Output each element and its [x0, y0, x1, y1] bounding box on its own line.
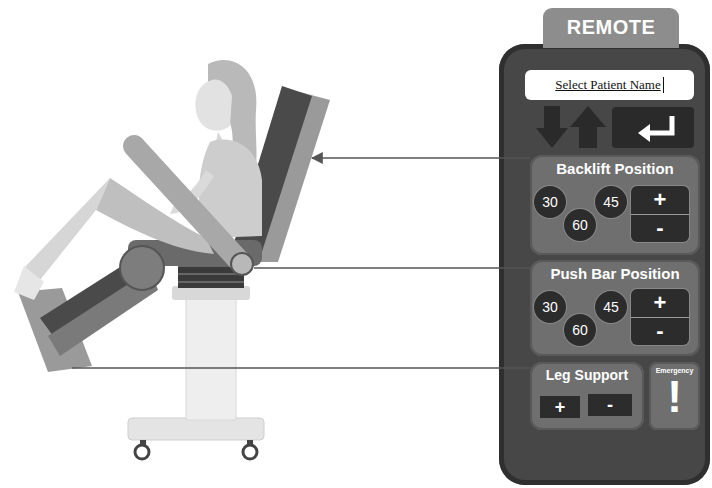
control-panel: Leg Support + - — [530, 362, 644, 430]
wheel-stem — [140, 440, 146, 446]
label-text: 60 — [572, 217, 588, 233]
label-text: Leg Support — [546, 362, 628, 383]
label-text: 45 — [603, 194, 619, 210]
emergency-button: Emergency! — [649, 362, 700, 430]
preset-button: 30 — [534, 291, 566, 323]
control-panel: Backlift Position 30 60 45 +- — [530, 155, 700, 255]
seat-roller — [120, 246, 164, 290]
backlift-leader — [312, 157, 530, 159]
wheel — [243, 445, 257, 459]
wheel-stem — [247, 440, 253, 446]
preset-button: 45 — [595, 291, 627, 323]
down-arrow-button — [536, 106, 568, 148]
preset-button: 30 — [534, 186, 566, 218]
chair-base — [128, 418, 264, 440]
push-bar-pivot — [231, 253, 253, 275]
control-panel: Push Bar Position 30 60 45 +- — [530, 260, 700, 356]
label-text: Select Patient Name — [555, 77, 663, 93]
preset-button: 60 — [564, 209, 596, 241]
label-text: Emergency — [656, 362, 694, 374]
patient — [14, 60, 262, 300]
label-text: Push Bar Position — [550, 260, 679, 282]
plus-minus-button: +- — [631, 289, 689, 345]
label-text: 60 — [572, 322, 588, 338]
plus-button: + — [540, 396, 580, 418]
pedestal — [186, 290, 236, 420]
label-text: + — [631, 186, 689, 214]
preset-button: 45 — [595, 186, 627, 218]
label-text: 45 — [603, 299, 619, 315]
push-bar — [134, 146, 242, 264]
label-text: 30 — [542, 299, 558, 315]
push-bar-leader — [254, 267, 530, 269]
label-text: Backlift Position — [556, 155, 674, 177]
label-text: + — [555, 397, 566, 418]
wheel — [135, 445, 149, 459]
plus-minus-button: +- — [631, 186, 689, 242]
secondary-text: - — [631, 317, 689, 346]
patient-select-box: Select Patient Name — [525, 70, 694, 100]
remote-body: REMOTESelect Patient NameBacklift Positi… — [499, 44, 710, 485]
minus-button: - — [588, 394, 632, 416]
label-text: + — [631, 289, 689, 317]
preset-button: 60 — [564, 314, 596, 346]
label-text: REMOTE — [543, 8, 679, 48]
secondary-text: - — [631, 214, 689, 243]
leader-lines — [72, 158, 530, 368]
secondary-text: ! — [667, 374, 682, 420]
enter-button — [612, 107, 694, 148]
label-text: 30 — [542, 194, 558, 210]
leg-support-leader — [72, 367, 530, 369]
up-arrow-button — [570, 106, 606, 148]
pedestal-collar — [172, 286, 250, 300]
label-text: - — [607, 395, 613, 416]
